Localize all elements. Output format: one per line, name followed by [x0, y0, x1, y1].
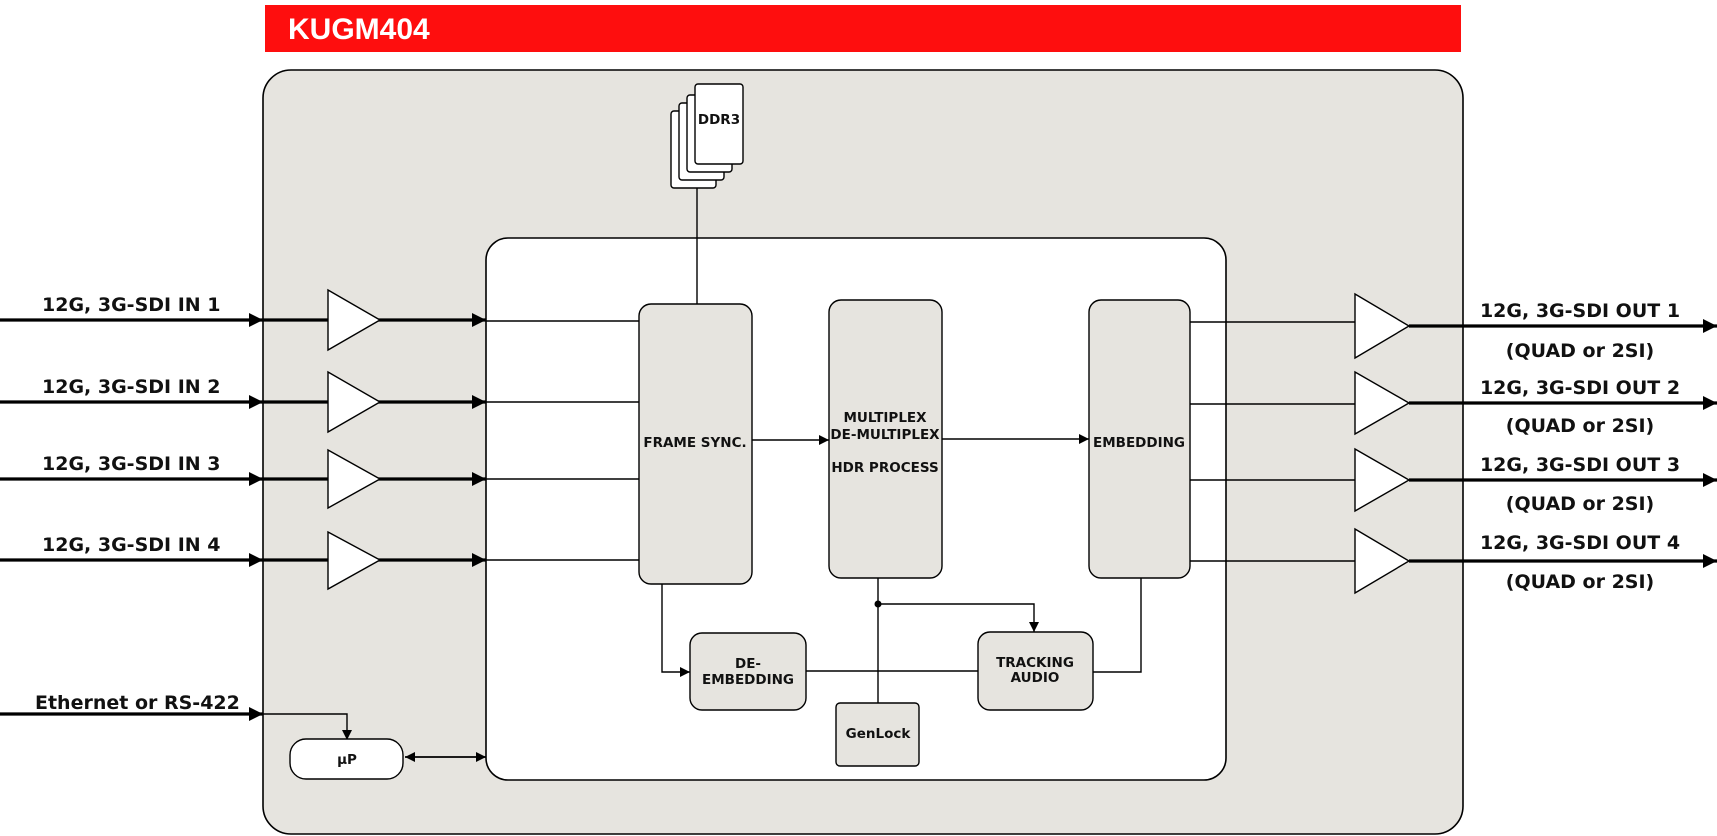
product-title: KUGM404: [288, 13, 430, 46]
input-buffer-2: [327, 370, 382, 434]
frame-sync-box: [638, 303, 753, 585]
genlock-block: GenLock: [835, 702, 920, 767]
multiplex-label-line2: DE-MULTIPLEX: [830, 427, 940, 443]
multiplex-box: [828, 299, 943, 579]
output-buffer-3: [1354, 447, 1411, 513]
input-label-4: 12G, 3G-SDI IN 4: [42, 534, 221, 556]
microprocessor-box: [289, 738, 404, 780]
output-lines: [1409, 319, 1717, 568]
output-buffers: [1354, 292, 1411, 595]
line-embedding-to-tracking: [1093, 578, 1142, 673]
genlock-label: GenLock: [846, 726, 912, 742]
title-bar-background: [265, 5, 1461, 52]
frame-sync-label: FRAME SYNC.: [643, 435, 746, 451]
frame-sync-block: FRAME SYNC.: [638, 303, 753, 585]
multiplex-label-line1: MULTIPLEX: [843, 410, 927, 426]
input-label-1: 12G, 3G-SDI IN 1: [42, 294, 221, 316]
output-buffer-4: [1354, 527, 1411, 595]
tracking-audio-label-line2: AUDIO: [1011, 670, 1060, 686]
output-buffer-1: [1354, 292, 1411, 360]
tracking-audio-block: TRACKING AUDIO: [977, 631, 1094, 711]
output-label-2: 12G, 3G-SDI OUT 2: [1480, 377, 1680, 399]
embedding-label: EMBEDDING: [1093, 435, 1185, 451]
ddr3-card-1: [694, 83, 744, 165]
output-sublabel-3: (QUAD or 2SI): [1506, 493, 1654, 515]
output-buffer-2: [1354, 370, 1411, 436]
input-buffer-4: [327, 530, 382, 591]
tracking-audio-label-line1: TRACKING: [996, 655, 1074, 671]
genlock-junction: [874, 600, 882, 608]
frame-sync-inputs: [486, 320, 639, 561]
control-label: Ethernet or RS-422: [35, 692, 240, 714]
input-label-3: 12G, 3G-SDI IN 3: [42, 453, 221, 475]
embedding-box: [1088, 299, 1191, 579]
input-buffer-1: [327, 288, 382, 352]
arrow-frame-sync-to-deembedding: [661, 584, 690, 677]
embedding-outputs: [1190, 321, 1355, 562]
output-sublabel-2: (QUAD or 2SI): [1506, 415, 1654, 437]
ddr3-memory-stack: DDR3: [670, 83, 744, 189]
output-label-4: 12G, 3G-SDI OUT 4: [1480, 532, 1680, 554]
deembedding-block: DE- EMBEDDING: [689, 632, 807, 711]
input-label-2: 12G, 3G-SDI IN 2: [42, 376, 221, 398]
microprocessor-label: μP: [337, 752, 357, 768]
genlock-box: [835, 702, 920, 767]
output-label-3: 12G, 3G-SDI OUT 3: [1480, 454, 1680, 476]
arrow-genlock-to-tracking: [878, 603, 1039, 632]
deembedding-label-line2: EMBEDDING: [702, 672, 794, 688]
embedding-block: EMBEDDING: [1088, 299, 1191, 579]
output-sublabel-1: (QUAD or 2SI): [1506, 340, 1654, 362]
arrow-control-to-up: [263, 713, 352, 740]
tracking-audio-box: [977, 631, 1094, 711]
input-buffer-3: [327, 448, 382, 510]
deembedding-label-line1: DE-: [735, 656, 761, 672]
multiplex-label-line3: HDR PROCESS: [831, 460, 938, 476]
title-bar: KUGM404: [265, 5, 1461, 52]
input-labels: 12G, 3G-SDI IN 1 12G, 3G-SDI IN 2 12G, 3…: [42, 294, 221, 556]
deembedding-box: [689, 632, 807, 711]
output-label-1: 12G, 3G-SDI OUT 1: [1480, 300, 1680, 322]
ddr3-label: DDR3: [698, 112, 740, 128]
output-labels: 12G, 3G-SDI OUT 1 (QUAD or 2SI) 12G, 3G-…: [1480, 300, 1680, 593]
input-buffers: [327, 288, 382, 591]
microprocessor-block: μP: [289, 738, 404, 780]
multiplex-block: MULTIPLEX DE-MULTIPLEX HDR PROCESS: [828, 299, 943, 579]
output-sublabel-4: (QUAD or 2SI): [1506, 571, 1654, 593]
